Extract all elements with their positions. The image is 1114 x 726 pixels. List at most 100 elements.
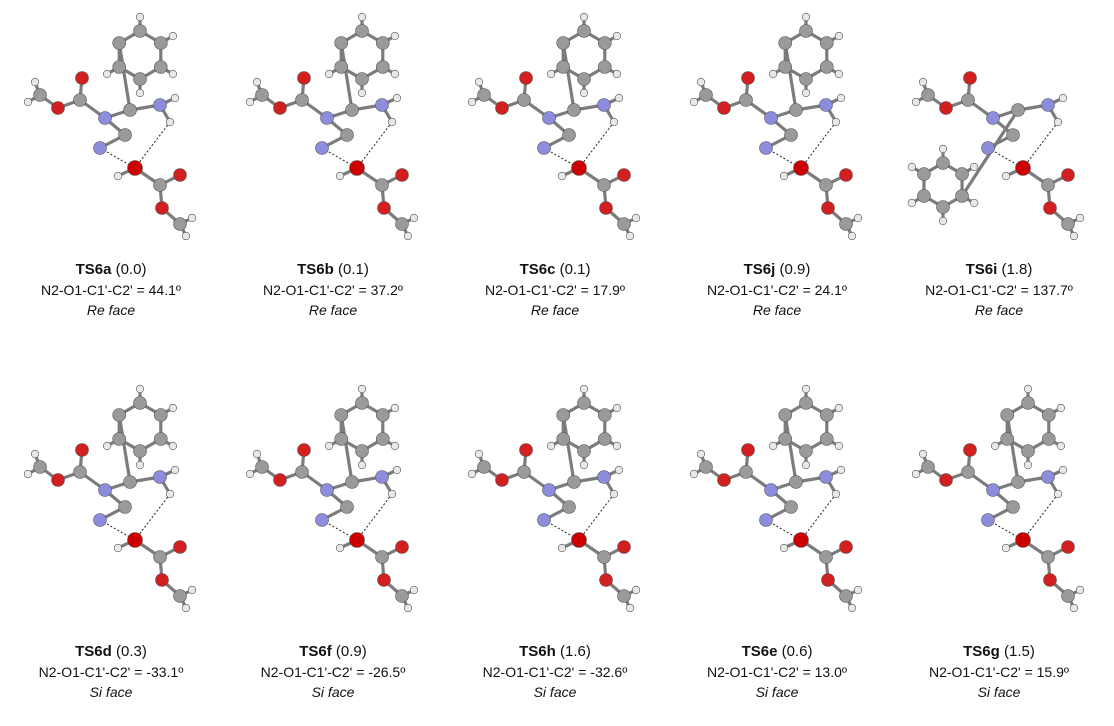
atom <box>153 432 168 446</box>
atom <box>938 216 948 226</box>
bond <box>561 414 576 483</box>
atom <box>717 101 731 115</box>
atom <box>93 141 107 155</box>
atom <box>571 532 587 548</box>
atom <box>768 441 778 451</box>
atom <box>759 141 773 155</box>
atom <box>577 24 591 38</box>
atom <box>970 198 979 208</box>
bond <box>1005 414 1020 483</box>
ball-and-stick-model <box>467 384 641 612</box>
atom <box>557 543 567 553</box>
atom <box>617 217 631 231</box>
structure-id: TS6i <box>965 261 998 278</box>
atom <box>165 117 175 127</box>
atom <box>112 36 127 50</box>
atom <box>567 103 581 117</box>
ball-and-stick-model <box>689 12 863 240</box>
atom <box>778 36 793 50</box>
atom <box>597 550 611 564</box>
atom <box>963 71 977 85</box>
atom <box>170 93 180 103</box>
atom <box>495 101 509 115</box>
structure-id: TS6c <box>519 261 556 278</box>
atom <box>168 441 178 451</box>
dihedral-angle: N2-O1-C1'-C2' = 37.2º <box>262 282 403 298</box>
atom <box>831 117 841 127</box>
atom <box>334 432 349 446</box>
atom <box>821 201 835 215</box>
atom <box>173 217 187 231</box>
structure-id: TS6b <box>297 261 334 278</box>
ball-and-stick-model <box>467 12 641 240</box>
atom <box>1056 403 1066 413</box>
atom <box>571 160 587 176</box>
atom <box>395 217 409 231</box>
relative-energy: (0.1) <box>338 261 369 278</box>
atom <box>133 396 147 410</box>
hydrogen-bond <box>1022 121 1059 169</box>
atom <box>836 465 846 475</box>
atom <box>819 178 833 192</box>
bond <box>339 414 354 483</box>
hydrogen-bond <box>356 493 393 541</box>
atom <box>689 469 699 479</box>
relative-energy: (0.6) <box>781 643 813 660</box>
atom <box>939 101 953 115</box>
atom <box>1015 532 1031 548</box>
atom <box>562 500 576 514</box>
atom <box>562 128 576 142</box>
atom <box>784 128 798 142</box>
atom <box>112 60 127 74</box>
atom <box>631 213 641 223</box>
atom <box>921 88 935 102</box>
atom <box>1021 444 1035 458</box>
atom <box>557 171 567 181</box>
atom <box>963 443 977 457</box>
dihedral-angle: N2-O1-C1'-C2' = 137.7º <box>925 282 1073 298</box>
face-label: Re face <box>530 302 580 318</box>
atom <box>519 71 533 85</box>
atom <box>73 465 87 479</box>
atom <box>907 162 916 172</box>
hydrogen-bond <box>800 121 837 169</box>
atom <box>609 489 619 499</box>
atom <box>403 603 413 612</box>
atom <box>577 444 591 458</box>
atom <box>778 60 793 74</box>
atom <box>907 198 916 208</box>
atom <box>133 24 147 38</box>
relative-energy: (0.1) <box>559 261 591 278</box>
atom <box>377 201 391 215</box>
atom <box>375 98 389 112</box>
face-label: Re face <box>308 302 358 318</box>
atom <box>1075 585 1085 595</box>
atom <box>375 432 390 446</box>
atom <box>495 473 509 487</box>
atom <box>153 36 168 50</box>
atom <box>297 443 311 457</box>
atom <box>821 573 835 587</box>
atom <box>918 77 928 87</box>
atom <box>1023 384 1033 394</box>
atom <box>30 77 40 87</box>
atom <box>567 475 581 489</box>
bond <box>339 42 354 111</box>
atom <box>917 167 931 181</box>
atom <box>153 550 167 564</box>
atom <box>409 213 419 223</box>
atom <box>577 396 591 410</box>
atom <box>93 513 107 527</box>
face-label: Si face <box>755 684 799 700</box>
atom <box>789 475 803 489</box>
atom <box>789 103 803 117</box>
atom <box>917 189 931 203</box>
atom <box>1006 500 1020 514</box>
atom <box>153 470 167 484</box>
atom <box>936 200 950 214</box>
atom <box>1011 475 1025 489</box>
dihedral-angle: N2-O1-C1'-C2' = -33.1º <box>38 664 184 680</box>
atom <box>375 178 389 192</box>
atom <box>252 77 262 87</box>
atom <box>778 408 793 422</box>
